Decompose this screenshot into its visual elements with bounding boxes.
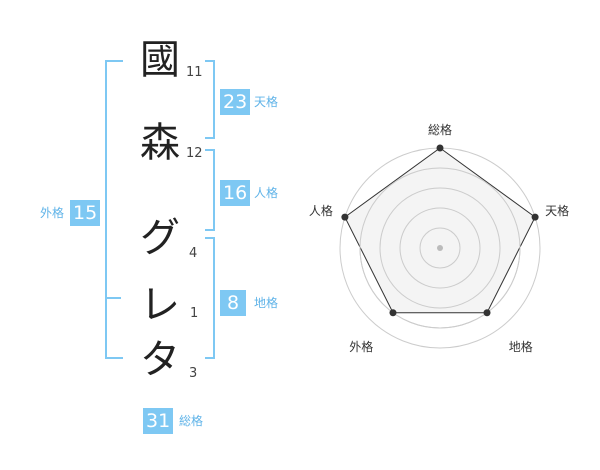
radar-axis-label-2: 地格 (509, 339, 533, 354)
radar-point-3 (389, 309, 397, 317)
stroke-count-3: 4 (189, 246, 198, 261)
radar-axis-label-3: 外格 (349, 339, 373, 354)
jinkaku-value: 16 (220, 180, 251, 206)
stroke-count-1: 11 (186, 65, 203, 80)
tenkaku-value: 23 (220, 89, 251, 115)
gaikaku-value: 15 (70, 200, 101, 226)
radar-axis-label-1: 天格 (545, 203, 569, 218)
chikaku-value: 8 (220, 290, 246, 316)
stroke-count-2: 12 (186, 146, 203, 161)
jinkaku-label: 人格 (254, 186, 279, 200)
name-char-3: グ (140, 215, 180, 261)
radar-axis-label-0: 総格 (428, 122, 452, 137)
name-char-5: タ (140, 337, 180, 383)
chikaku-label: 地格 (254, 296, 279, 310)
radar-center-point (437, 245, 443, 251)
name-char-1: 國 (140, 37, 180, 83)
radar-axis-label-4: 人格 (309, 203, 333, 218)
gaikaku-label: 外格 (40, 206, 65, 220)
radar-ring-inner-1 (419, 227, 461, 269)
radar-point-0 (436, 144, 444, 152)
radar-polygon (344, 147, 536, 314)
name-char-4: レ (140, 282, 180, 328)
soukaku-label: 総格 (179, 414, 204, 428)
radar-ring-inner-4 (359, 167, 521, 329)
tenkaku-label: 天格 (254, 95, 279, 109)
stroke-count-5: 3 (189, 366, 198, 381)
name-char-2: 森 (140, 120, 180, 166)
radar-ring-inner-3 (379, 187, 501, 309)
radar-point-4 (341, 213, 349, 221)
radar-point-1 (531, 213, 539, 221)
radar-ring-inner-2 (399, 207, 481, 289)
soukaku-value: 31 (143, 408, 174, 434)
stroke-count-4: 1 (190, 306, 199, 321)
radar-point-2 (483, 309, 491, 317)
